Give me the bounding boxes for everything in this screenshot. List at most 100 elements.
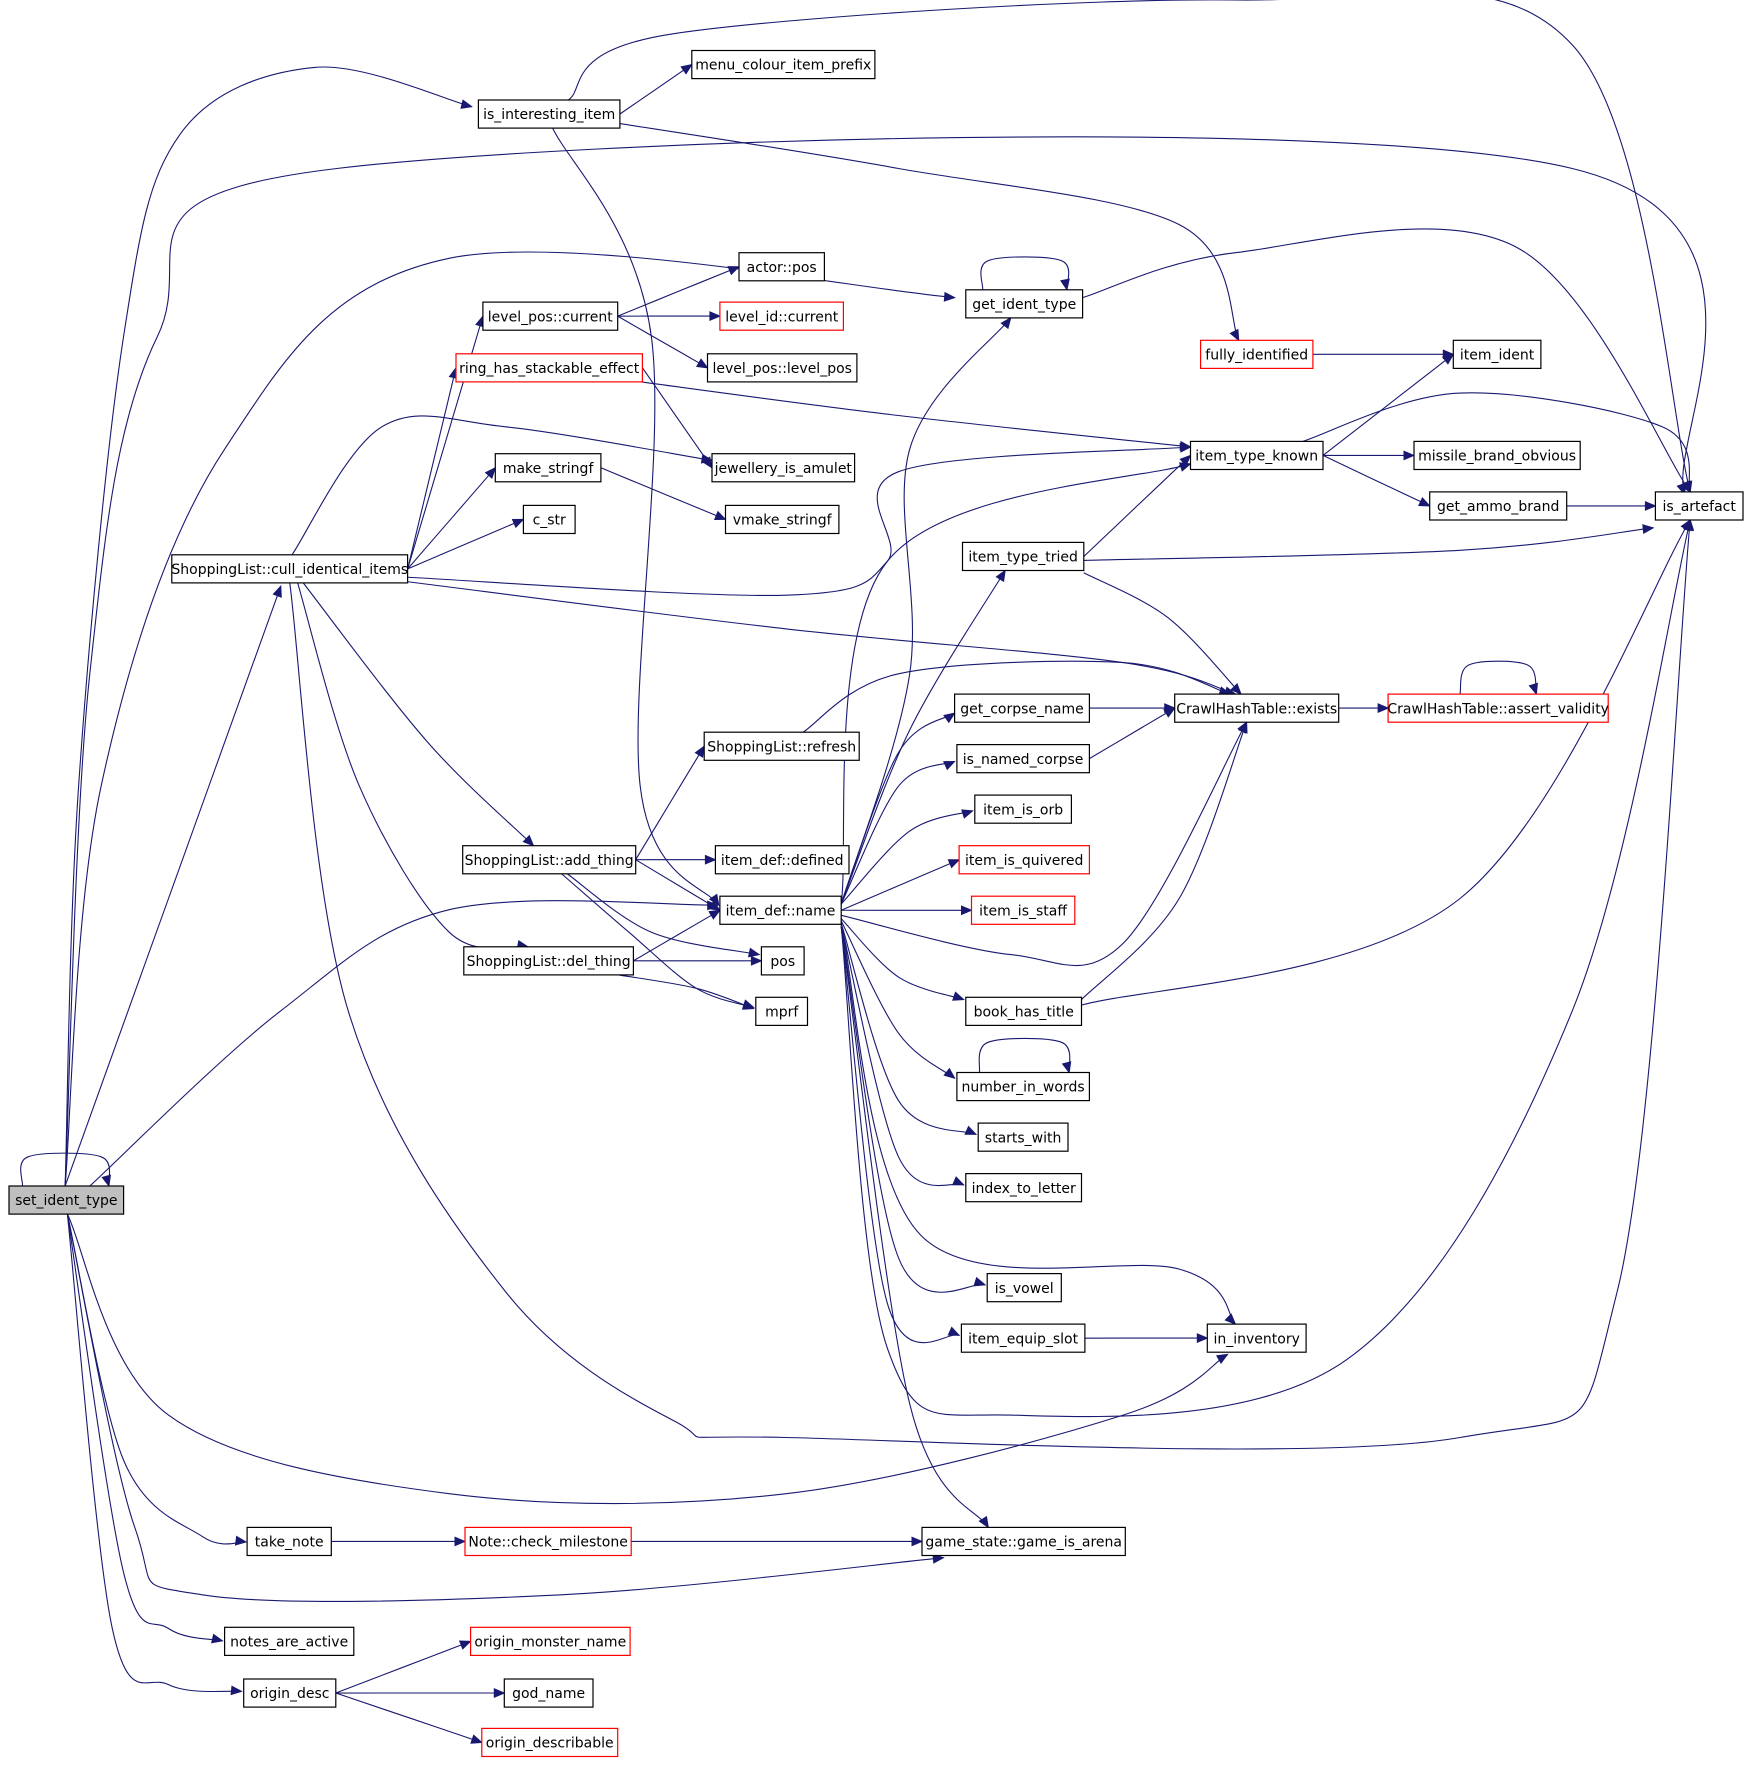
node-box[interactable] bbox=[481, 1727, 619, 1758]
node-box[interactable] bbox=[246, 1526, 332, 1557]
node-ring-has-stackable-effect[interactable]: ring_has_stackable_effect bbox=[455, 353, 643, 383]
node-game-is-arena[interactable]: game_state::game_is_arena bbox=[921, 1526, 1126, 1557]
node-mprf[interactable]: mprf bbox=[755, 996, 809, 1026]
node-pos[interactable]: pos bbox=[760, 946, 805, 976]
node-item-is-orb[interactable]: item_is_orb bbox=[974, 794, 1072, 824]
node-item-ident[interactable]: item_ident bbox=[1452, 339, 1542, 369]
node-box[interactable] bbox=[482, 301, 619, 331]
node-fully-identified[interactable]: fully_identified bbox=[1199, 339, 1314, 369]
node-box[interactable] bbox=[956, 1071, 1091, 1102]
node-box[interactable] bbox=[1199, 339, 1314, 369]
node-box[interactable] bbox=[462, 845, 637, 875]
node-cull-identical-items[interactable]: ShoppingList::cull_identical_items bbox=[171, 554, 409, 584]
node-box[interactable] bbox=[691, 49, 876, 80]
node-book-has-title[interactable]: book_has_title bbox=[965, 996, 1083, 1026]
node-box[interactable] bbox=[464, 1526, 632, 1557]
node-starts-with[interactable]: starts_with bbox=[977, 1122, 1069, 1152]
node-get-ammo-brand[interactable]: get_ammo_brand bbox=[1429, 491, 1568, 521]
node-box[interactable] bbox=[958, 845, 1090, 875]
node-box[interactable] bbox=[760, 946, 805, 976]
node-box[interactable] bbox=[477, 99, 621, 129]
node-box[interactable] bbox=[719, 301, 845, 331]
node-box[interactable] bbox=[171, 554, 409, 584]
node-notes-are-active[interactable]: notes_are_active bbox=[224, 1626, 355, 1657]
node-level-pos-current[interactable]: level_pos::current bbox=[482, 301, 619, 331]
node-box[interactable] bbox=[503, 1678, 594, 1708]
node-box[interactable] bbox=[463, 946, 634, 976]
node-take-note[interactable]: take_note bbox=[246, 1526, 332, 1557]
node-menu-colour-item-prefix[interactable]: menu_colour_item_prefix bbox=[691, 49, 876, 80]
node-box[interactable] bbox=[724, 504, 840, 535]
node-box[interactable] bbox=[243, 1678, 337, 1708]
node-box[interactable] bbox=[711, 453, 856, 483]
node-is-vowel[interactable]: is_vowel bbox=[986, 1272, 1062, 1303]
node-box[interactable] bbox=[965, 289, 1084, 319]
node-shopping-refresh[interactable]: ShoppingList::refresh bbox=[703, 731, 860, 761]
node-box[interactable] bbox=[455, 353, 643, 383]
node-box[interactable] bbox=[1429, 491, 1568, 521]
node-get-ident-type[interactable]: get_ident_type bbox=[965, 289, 1084, 319]
node-is-artefact[interactable]: is_artefact bbox=[1654, 491, 1744, 521]
node-missile-brand-obvious[interactable]: missile_brand_obvious bbox=[1413, 440, 1581, 471]
node-box[interactable] bbox=[960, 1323, 1086, 1353]
node-assert-validity[interactable]: CrawlHashTable::assert_validity bbox=[1387, 693, 1609, 723]
node-box[interactable] bbox=[714, 845, 850, 875]
node-box[interactable] bbox=[953, 693, 1090, 723]
node-origin-monster-name[interactable]: origin_monster_name bbox=[470, 1626, 631, 1657]
node-box[interactable] bbox=[970, 895, 1076, 925]
node-box[interactable] bbox=[1206, 1323, 1307, 1353]
node-item-type-known[interactable]: item_type_known bbox=[1189, 440, 1324, 471]
node-vmake-stringf[interactable]: vmake_stringf bbox=[724, 504, 840, 535]
node-origin-desc[interactable]: origin_desc bbox=[243, 1678, 337, 1708]
node-box[interactable] bbox=[956, 743, 1091, 774]
node-is-interesting-item[interactable]: is_interesting_item bbox=[477, 99, 621, 129]
node-box[interactable] bbox=[8, 1185, 125, 1215]
node-god-name[interactable]: god_name bbox=[503, 1678, 594, 1708]
node-box[interactable] bbox=[494, 453, 602, 483]
node-box[interactable] bbox=[965, 996, 1083, 1026]
node-c-str[interactable]: c_str bbox=[522, 504, 576, 535]
node-item-def-defined[interactable]: item_def::defined bbox=[714, 845, 850, 875]
node-box[interactable] bbox=[974, 794, 1072, 824]
node-in-inventory[interactable]: in_inventory bbox=[1206, 1323, 1307, 1353]
node-item-equip-slot[interactable]: item_equip_slot bbox=[960, 1323, 1086, 1353]
node-box[interactable] bbox=[1654, 491, 1744, 521]
node-set-ident-type[interactable]: set_ident_type bbox=[8, 1185, 125, 1215]
node-box[interactable] bbox=[986, 1272, 1062, 1303]
node-box[interactable] bbox=[977, 1122, 1069, 1152]
node-number-in-words[interactable]: number_in_words bbox=[956, 1071, 1091, 1102]
node-level-pos-level-pos[interactable]: level_pos::level_pos bbox=[706, 353, 858, 383]
node-box[interactable] bbox=[921, 1526, 1126, 1557]
node-box[interactable] bbox=[738, 252, 826, 282]
node-actor-pos[interactable]: actor::pos bbox=[738, 252, 826, 282]
node-box[interactable] bbox=[1452, 339, 1542, 369]
node-box[interactable] bbox=[755, 996, 809, 1026]
node-item-is-quivered[interactable]: item_is_quivered bbox=[958, 845, 1090, 875]
node-box[interactable] bbox=[224, 1626, 355, 1657]
node-make-stringf[interactable]: make_stringf bbox=[494, 453, 602, 483]
node-get-corpse-name[interactable]: get_corpse_name bbox=[953, 693, 1090, 723]
node-box[interactable] bbox=[719, 895, 842, 925]
node-box[interactable] bbox=[470, 1626, 631, 1657]
node-box[interactable] bbox=[1189, 440, 1324, 471]
node-index-to-letter[interactable]: index_to_letter bbox=[965, 1172, 1083, 1203]
node-box[interactable] bbox=[703, 731, 860, 761]
node-is-named-corpse[interactable]: is_named_corpse bbox=[956, 743, 1091, 774]
node-box[interactable] bbox=[965, 1172, 1083, 1203]
node-crawl-exists[interactable]: CrawlHashTable::exists bbox=[1174, 693, 1340, 723]
node-origin-describable[interactable]: origin_describable bbox=[481, 1727, 619, 1758]
node-item-type-tried[interactable]: item_type_tried bbox=[961, 541, 1085, 572]
node-jewellery-is-amulet[interactable]: jewellery_is_amulet bbox=[711, 453, 856, 483]
node-item-def-name[interactable]: item_def::name bbox=[719, 895, 842, 925]
node-box[interactable] bbox=[522, 504, 576, 535]
node-item-is-staff[interactable]: item_is_staff bbox=[970, 895, 1076, 925]
node-del-thing[interactable]: ShoppingList::del_thing bbox=[463, 946, 634, 976]
node-box[interactable] bbox=[706, 353, 858, 383]
node-box[interactable] bbox=[1387, 693, 1609, 723]
node-box[interactable] bbox=[1413, 440, 1581, 471]
node-box[interactable] bbox=[961, 541, 1085, 572]
node-box[interactable] bbox=[1174, 693, 1340, 723]
node-level-id-current[interactable]: level_id::current bbox=[719, 301, 845, 331]
node-check-milestone[interactable]: Note::check_milestone bbox=[464, 1526, 632, 1557]
node-add-thing[interactable]: ShoppingList::add_thing bbox=[462, 845, 637, 875]
